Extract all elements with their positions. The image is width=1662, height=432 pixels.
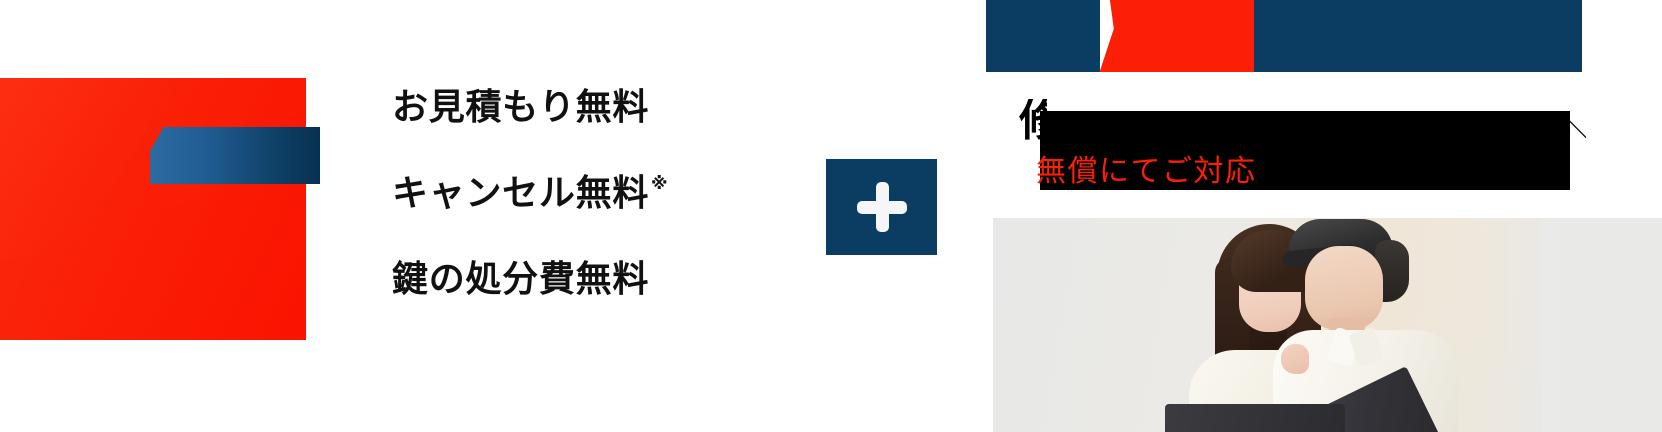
brand-logo-block [0,78,306,340]
benefit-item: 鍵の処分費無料 [392,260,722,346]
headline-segment-red [1099,0,1256,72]
benefit-label: お見積もり無料 [392,87,650,128]
headline-band [986,0,1582,72]
benefit-footnote-mark: ※ [651,174,669,194]
partial-glyph-right: ＼ [1564,118,1586,144]
headline-segment-navy-left [986,0,1100,72]
benefit-list: お見積もり無料 キャンセル無料 ※ 鍵の処分費無料 [392,88,722,346]
benefit-label: キャンセル無料 [392,173,650,214]
logo-navy-tab-shape [150,127,320,184]
plus-icon [856,182,907,232]
obscured-text-band [1040,111,1570,190]
headline-segment-navy-right [1254,0,1582,72]
benefit-label: 鍵の処分費無料 [392,259,650,300]
plus-button[interactable] [826,159,937,255]
red-subtext: 無償にてご対応 [1036,154,1257,189]
benefit-item: キャンセル無料 ※ [392,174,722,260]
staff-customer-photo [993,218,1662,432]
benefit-item: お見積もり無料 [392,88,722,174]
